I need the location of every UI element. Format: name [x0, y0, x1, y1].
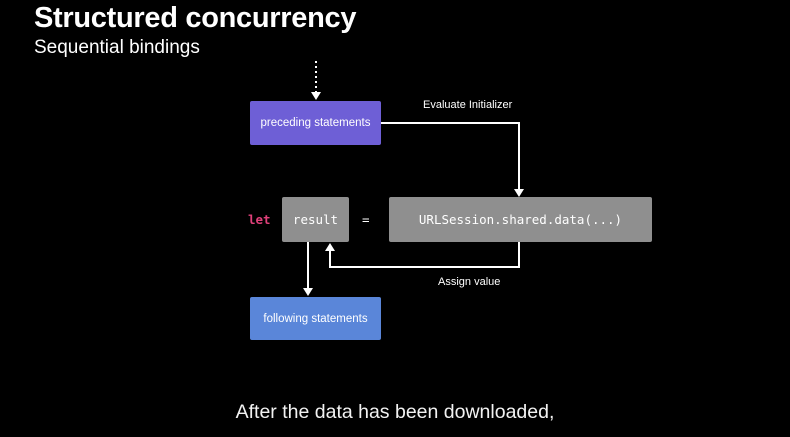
let-keyword: let [248, 212, 271, 227]
assignment-operator: = [362, 212, 370, 227]
assign-connector [329, 242, 520, 268]
incoming-arrowhead [311, 92, 321, 100]
initializer-expression-label: URLSession.shared.data(...) [418, 212, 623, 227]
assign-value-label: Assign value [438, 276, 501, 288]
subtitle-caption: After the data has been downloaded, [235, 401, 555, 423]
assign-arrowhead [325, 243, 335, 251]
evaluate-connector [381, 122, 520, 189]
result-variable-box: result [282, 197, 349, 242]
slide-title: Structured concurrency [34, 2, 357, 34]
preceding-statements-box: preceding statements [250, 101, 381, 145]
slide-subtitle: Sequential bindings [34, 37, 200, 58]
following-arrowhead [303, 288, 313, 296]
result-variable-label: result [292, 212, 339, 227]
evaluate-arrowhead [514, 189, 524, 197]
following-statements-box: following statements [250, 297, 381, 340]
preceding-statements-label: preceding statements [260, 117, 371, 129]
evaluate-initializer-label: Evaluate Initializer [423, 99, 513, 111]
following-statements-label: following statements [263, 312, 368, 325]
initializer-expression-box: URLSession.shared.data(...) [389, 197, 652, 242]
